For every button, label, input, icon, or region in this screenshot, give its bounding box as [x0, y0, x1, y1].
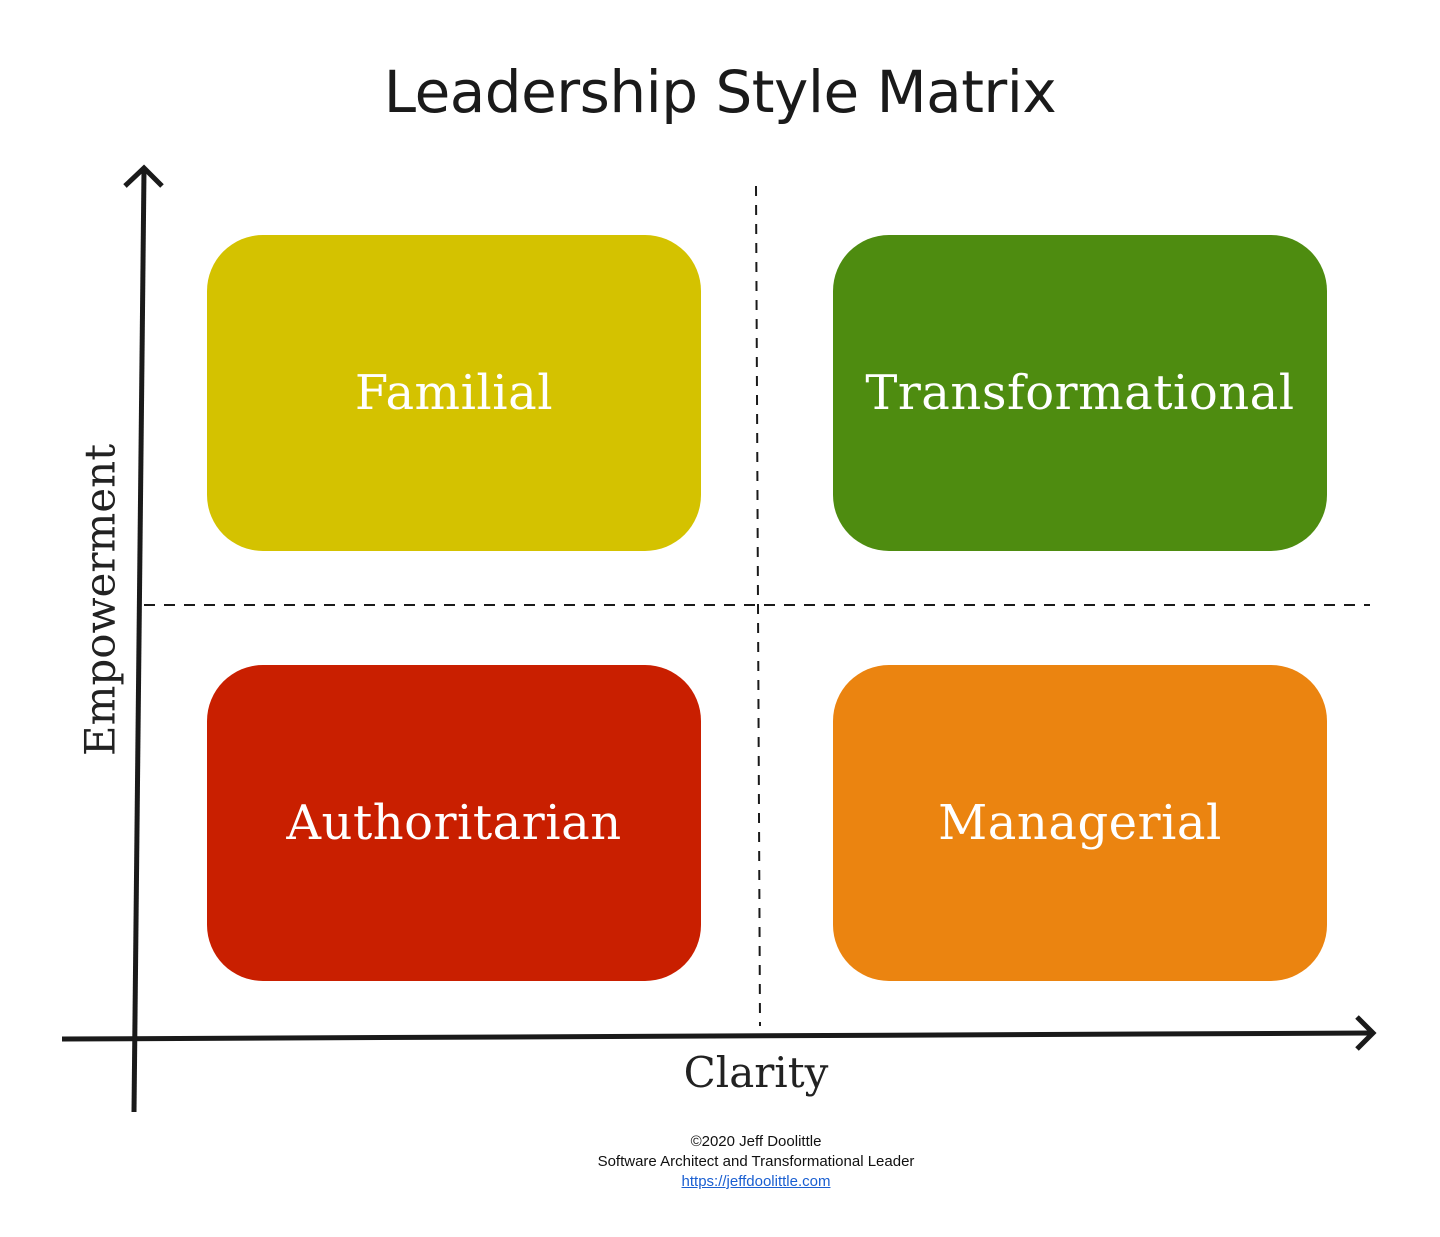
quadrant-familial: Familial [207, 235, 701, 551]
y-axis-line [131, 169, 147, 1113]
footer: ©2020 Jeff Doolittle Software Architect … [0, 1132, 1440, 1192]
quadrant-label: Authoritarian [286, 795, 622, 851]
x-axis-label: Clarity [683, 1048, 829, 1097]
footer-tagline: Software Architect and Transformational … [597, 1153, 915, 1170]
quadrant-label: Transformational [865, 365, 1295, 421]
y-axis-arrow-icon [123, 164, 164, 188]
quadrant-transformational: Transformational [833, 235, 1327, 551]
quadrant-authoritarian: Authoritarian [207, 665, 701, 981]
footer-link[interactable]: https://jeffdoolittle.com [681, 1173, 831, 1190]
diagram-title: Leadership Style Matrix [383, 58, 1057, 126]
quadrant-managerial: Managerial [833, 665, 1327, 981]
footer-copyright: ©2020 Jeff Doolittle [690, 1133, 822, 1150]
quadrant-label: Familial [354, 365, 554, 421]
y-axis-label: Empowerment [75, 443, 125, 757]
quadrant-label: Managerial [938, 795, 1222, 851]
vertical-divider [755, 185, 761, 1027]
x-axis-line [61, 1030, 1373, 1042]
x-axis-arrow-icon [1355, 1015, 1377, 1051]
